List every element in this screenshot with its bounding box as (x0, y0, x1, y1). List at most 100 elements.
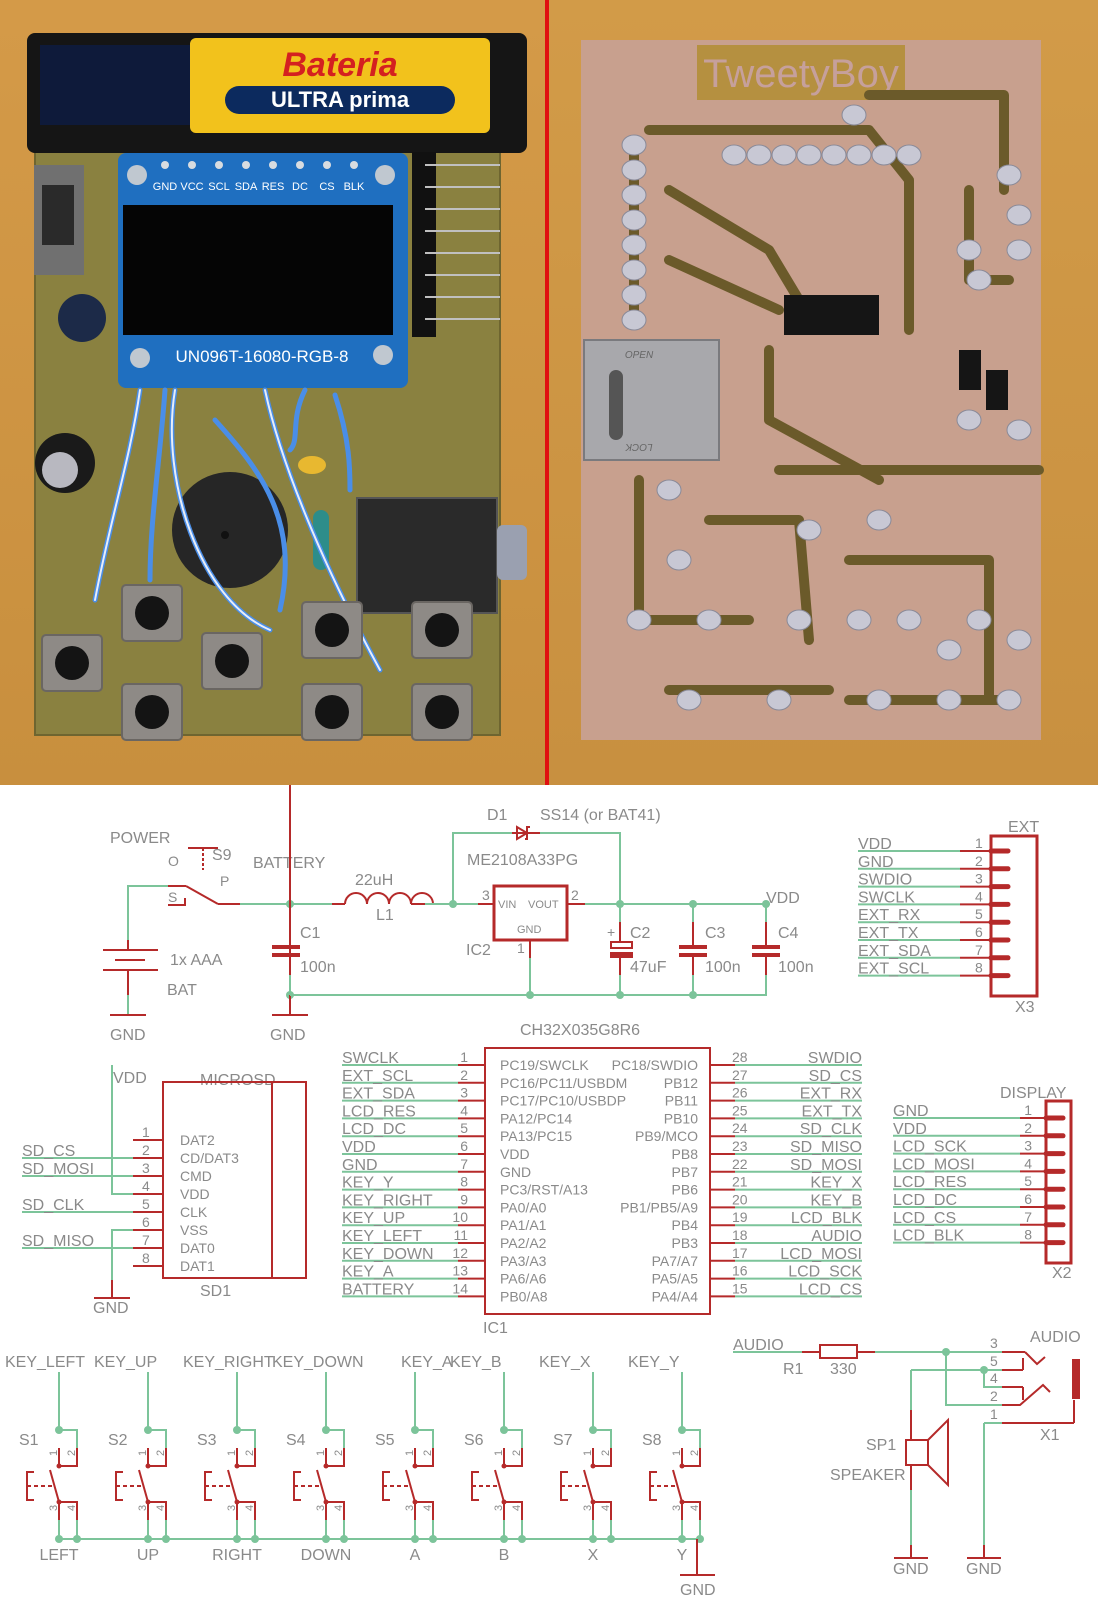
mcu-left-pin-number: 12 (452, 1245, 468, 1261)
mcu-left-pin-number: 3 (460, 1085, 468, 1101)
solder-pad (956, 239, 982, 261)
ext-net-label: EXT_SCL (858, 961, 929, 978)
mcu-left-pin-name: PA13/PC15 (500, 1128, 572, 1144)
display-pin-label: CS (319, 181, 334, 193)
mcu-right-net: AUDIO (811, 1228, 862, 1245)
key-switch-ref: S2 (108, 1432, 128, 1449)
mcu-left-pin-name: PA6/A6 (500, 1271, 547, 1287)
mcu-right-pin-name: PB4 (672, 1217, 699, 1233)
mcu-left-pin-number: 11 (453, 1227, 468, 1243)
mcu-left-net: BATTERY (342, 1281, 415, 1298)
solder-pad (786, 609, 812, 631)
tactile-button (201, 632, 263, 690)
sd-card-slot (583, 339, 720, 461)
solder-pad (746, 144, 772, 166)
key-name: X (588, 1547, 599, 1564)
back-photo: TweetyBoy OPEN (549, 0, 1098, 785)
mcu-left-pin-name: PA12/PC14 (500, 1110, 572, 1126)
mcu-left-net: LCD_DC (342, 1121, 406, 1138)
audio-gnd1: GND (893, 1561, 929, 1578)
display-screen (123, 205, 393, 335)
solder-pad (866, 509, 892, 531)
tactile-button (301, 683, 363, 741)
ic2-gnd: GND (517, 924, 542, 936)
svg-text:2: 2 (66, 1450, 78, 1456)
svg-text:4: 4 (422, 1505, 434, 1511)
switch-p: P (220, 873, 229, 889)
solder-pad (621, 309, 647, 331)
d1-ref: D1 (487, 807, 508, 824)
mcu-left-pin-name: PA0/A0 (500, 1199, 547, 1215)
display-pin-pad (269, 161, 277, 169)
key-switch-ref: S1 (19, 1432, 39, 1449)
mcu-left-pin-name: PA1/A1 (500, 1217, 547, 1233)
mcu-left-pin-number: 2 (460, 1067, 468, 1083)
key-switch-ref: S5 (375, 1432, 395, 1449)
solder-pad (621, 234, 647, 256)
solder-pad (621, 184, 647, 206)
display-pin-pad (296, 161, 304, 169)
mcu-right-pin-name: PB8 (672, 1146, 699, 1162)
mcu-right-pin-number: 21 (732, 1174, 748, 1190)
sd-pin-name: VDD (180, 1186, 210, 1202)
ext-net-label: EXT_TX (858, 925, 919, 942)
svg-text:1: 1 (137, 1450, 149, 1456)
mcu-left-pin-number: 13 (452, 1263, 468, 1279)
display-net-label: VDD (893, 1121, 927, 1138)
key-net-label: KEY_LEFT (5, 1354, 85, 1371)
solder-pad (936, 639, 962, 661)
c3-ref: C3 (705, 925, 726, 942)
speaker-body (905, 1439, 929, 1466)
svg-text:4: 4 (689, 1505, 701, 1511)
solder-pad (796, 144, 822, 166)
ic2-vout: VOUT (528, 899, 559, 911)
mcu-ref: IC1 (483, 1320, 508, 1337)
c1-ref: C1 (300, 925, 321, 942)
display-net-label: LCD_DC (893, 1192, 957, 1209)
sd-pin-name: DAT1 (180, 1258, 215, 1274)
mcu-left-pin-name: PA2/A2 (500, 1235, 547, 1251)
solder-pad (1006, 629, 1032, 651)
solder-pad (676, 689, 702, 711)
svg-text:1: 1 (226, 1450, 238, 1456)
ext-net-label: EXT_RX (858, 907, 921, 924)
mcu-right-pin-number: 20 (732, 1191, 748, 1207)
svg-text:1: 1 (671, 1450, 683, 1456)
mcu-left-pin-number: 4 (460, 1102, 468, 1118)
mcu-right-net: EXT_TX (802, 1103, 863, 1120)
key-name: DOWN (301, 1547, 352, 1564)
ext-net-label: SWCLK (858, 889, 915, 906)
smd-transistor (959, 350, 981, 390)
mcu-right-pin-name: PC18/SWDIO (612, 1057, 698, 1073)
ext-pin-number: 4 (975, 888, 983, 904)
mcu-left-pin-number: 5 (460, 1120, 468, 1136)
key-name: LEFT (39, 1547, 78, 1564)
mcu-left-net: KEY_Y (342, 1175, 394, 1192)
solder-pad (966, 269, 992, 291)
tactile-button (411, 683, 473, 741)
mcu-left-net: KEY_DOWN (342, 1246, 434, 1263)
display-net-label: LCD_SCK (893, 1139, 967, 1156)
ext-pin-number: 7 (975, 942, 983, 958)
mcu-left-pin-name: PC17/PC10/USBDP (500, 1093, 626, 1109)
solder-pad (956, 409, 982, 431)
mcu-left-pin-number: 14 (452, 1280, 468, 1296)
svg-text:1: 1 (582, 1450, 594, 1456)
svg-text:4: 4 (511, 1505, 523, 1511)
sd-pin-number: 2 (142, 1142, 150, 1158)
mcu-chip (784, 295, 879, 335)
jack-pin-number: 5 (990, 1353, 998, 1369)
mcu-right-net: LCD_MOSI (780, 1246, 862, 1263)
solder-pad (866, 689, 892, 711)
svg-text:4: 4 (66, 1505, 78, 1511)
solder-pad (1006, 204, 1032, 226)
ext-net-label: GND (858, 854, 894, 871)
solder-pad (621, 159, 647, 181)
mcu-left-pin-name: PC19/SWCLK (500, 1057, 589, 1073)
solder-pad (621, 259, 647, 281)
mcu-left-pin-name: PC3/RST/A13 (500, 1182, 588, 1198)
